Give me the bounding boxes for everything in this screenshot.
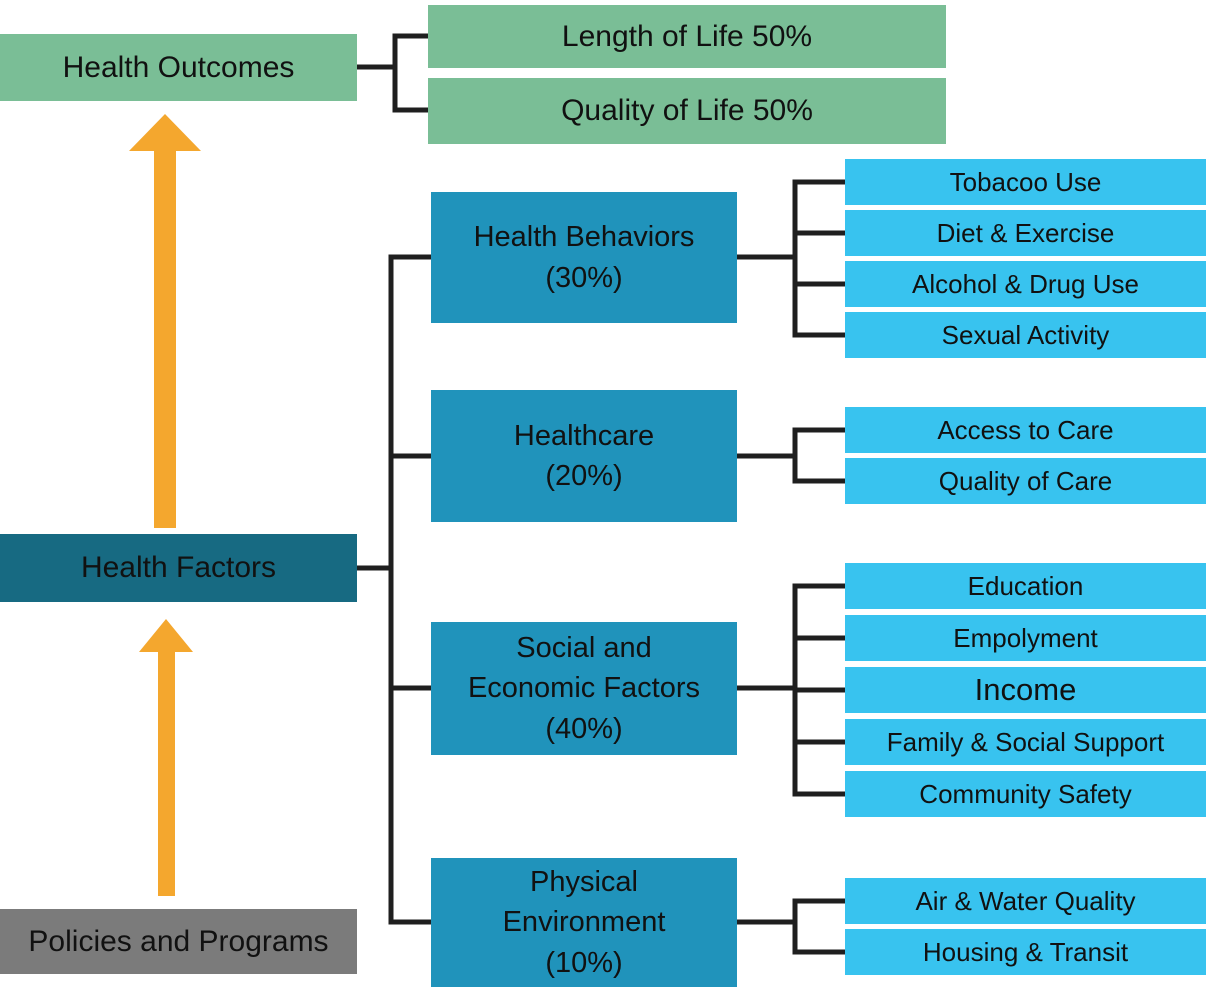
factor-box-social-economic: Social and Economic Factors (40%) [431,622,737,755]
item-community-safety: Community Safety [845,771,1206,817]
outcome-label: Quality of Life 50% [561,94,813,127]
health-outcomes-label: Health Outcomes [62,50,295,84]
health-factors-box: Health Factors [0,534,357,602]
factor-label-line: Physical [530,866,638,899]
outcome-quality-of-life: Quality of Life 50% [428,78,946,144]
factor-label-line: Economic Factors [467,672,701,705]
factor-label-line: (20%) [545,460,623,492]
lower-arrow-shaft [158,650,175,896]
item-income: Income [845,667,1206,713]
outcome-length-of-life: Length of Life 50% [428,5,946,68]
item-housing-transit: Housing & Transit [845,929,1206,975]
healthcare-children: Access to Care Quality of Care [845,407,1206,504]
upper-arrow-shaft [154,149,176,528]
factor-label-line: Environment [502,906,666,939]
factor-box-health-behaviors: Health Behaviors (30%) [431,192,737,323]
factor-label-line: (10%) [545,946,623,979]
item-alcohol-drug-use: Alcohol & Drug Use [845,261,1206,307]
item-quality-of-care: Quality of Care [845,458,1206,504]
item-diet-exercise: Diet & Exercise [845,210,1206,256]
policies-and-programs-label: Policies and Programs [28,924,329,958]
item-education: Education [845,563,1206,609]
health-behaviors-bracket [737,179,845,338]
up-arrows [129,114,201,896]
social-economic-children: Education Empolyment Income Family & Soc… [845,563,1206,817]
factor-label-line: Social and [516,632,652,665]
item-access-to-care: Access to Care [845,407,1206,453]
item-tobacoo-use: Tobacoo Use [845,159,1206,205]
factor-label-line: (30%) [545,261,623,294]
factor-label-line: Health Behaviors [473,221,695,254]
item-air-water-quality: Air & Water Quality [845,878,1206,924]
item-empolyment: Empolyment [845,615,1206,661]
health-factors-label: Health Factors [80,551,277,584]
policies-and-programs-box: Policies and Programs [0,909,357,974]
health-behaviors-children: Tobacoo Use Diet & Exercise Alcohol & Dr… [845,159,1206,358]
factor-box-physical-environment: Physical Environment (10%) [431,858,737,987]
upper-arrow-head-icon [129,114,201,151]
physical-environment-children: Air & Water Quality Housing & Transit [845,878,1206,975]
item-family-social-support: Family & Social Support [845,719,1206,765]
physical-environment-bracket [737,898,845,955]
lower-arrow-head-icon [139,619,193,652]
healthcare-bracket [737,427,845,484]
outcome-label: Length of Life 50% [561,19,813,53]
health-outcomes-bracket [355,33,428,113]
health-outcomes-box: Health Outcomes [0,34,357,101]
factor-label-line: Healthcare [513,419,655,452]
social-economic-bracket [737,583,845,797]
health-factors-trunk [357,254,431,925]
factor-label-line: (40%) [545,712,623,745]
item-sexual-activity: Sexual Activity [845,312,1206,358]
factor-box-healthcare: Healthcare (20%) [431,390,737,522]
